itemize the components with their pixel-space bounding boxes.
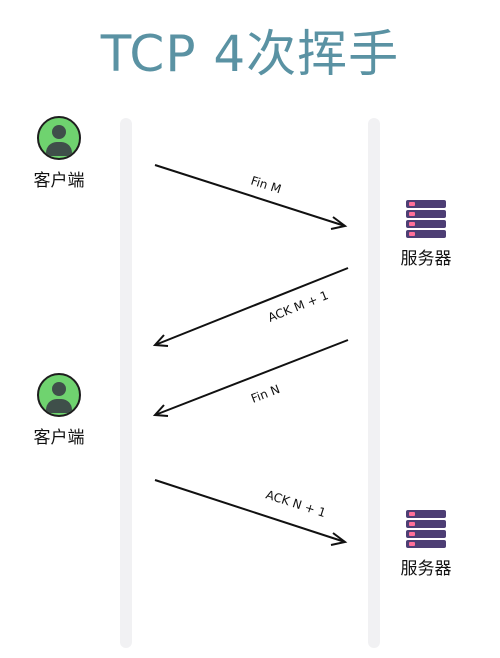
client-node: 客户端	[24, 373, 94, 448]
server-lifeline	[368, 118, 380, 648]
diagram-title: TCP 4次挥手	[100, 25, 400, 83]
server-icon	[406, 200, 446, 238]
server-icon	[406, 510, 446, 548]
message-label: Fin M	[249, 174, 283, 197]
server-node: 服务器	[391, 510, 461, 579]
message-ack-m: ACK M + 1	[152, 267, 349, 347]
message-fin-n: Fin N	[152, 339, 349, 417]
client-label: 客户端	[33, 428, 85, 448]
server-node: 服务器	[391, 200, 461, 269]
server-label: 服务器	[400, 249, 452, 269]
message-label: Fin N	[249, 382, 282, 406]
message-label: ACK N + 1	[264, 488, 328, 521]
client-label: 客户端	[33, 171, 85, 191]
message-label: ACK M + 1	[266, 288, 330, 325]
message-ack-n: ACK N + 1	[154, 479, 348, 546]
user-icon	[37, 116, 81, 160]
user-icon	[37, 373, 81, 417]
client-lifeline	[120, 118, 132, 648]
server-label: 服务器	[400, 559, 452, 579]
client-node: 客户端	[24, 116, 94, 191]
message-fin-m: Fin M	[154, 164, 348, 230]
